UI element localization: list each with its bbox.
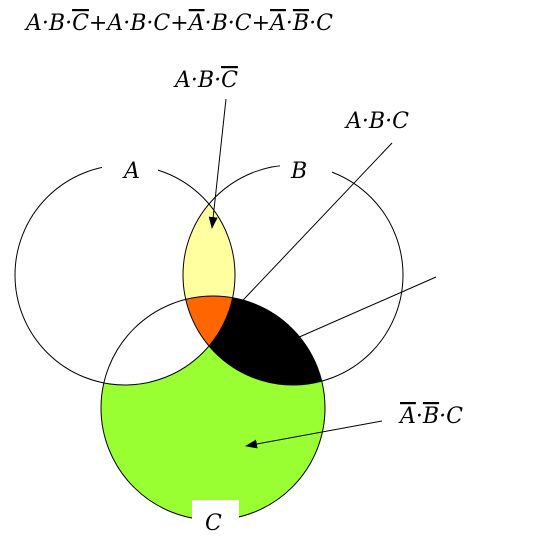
dot-symbol: · <box>42 11 49 36</box>
variable: A <box>173 68 191 93</box>
variable: C <box>153 11 170 36</box>
negated-variable: C <box>221 68 238 93</box>
dot-symbol: · <box>191 68 198 93</box>
dot-symbol: · <box>65 11 72 36</box>
dot-symbol: · <box>205 11 212 36</box>
set-a-label: A <box>122 159 140 184</box>
dot-symbol: · <box>123 11 130 36</box>
arrow-a-b-c <box>227 142 393 317</box>
variable: C <box>446 404 463 429</box>
dot-symbol: · <box>416 404 423 429</box>
plus-symbol: + <box>89 11 107 36</box>
plus-symbol: + <box>170 11 188 36</box>
variable: C <box>235 11 252 36</box>
region-not-a-b-c <box>183 296 325 385</box>
formula-title: A·B·C+A·B·C+A·B·C+A·B·C <box>24 11 333 36</box>
region-a-not-b-c <box>101 296 235 385</box>
variable: B <box>48 11 65 36</box>
negated-variable: B <box>422 404 439 429</box>
label-not-a-not-b-c: A·B·C <box>398 404 463 429</box>
dot-symbol: · <box>228 11 235 36</box>
label-a-b-c: A·B·C <box>344 109 409 134</box>
label-a-b-not-c: A·B·C <box>173 68 238 93</box>
arrow-not-a-b-c <box>271 276 437 350</box>
variable: C <box>316 11 333 36</box>
dot-symbol: · <box>385 109 392 134</box>
dot-symbol: · <box>286 11 293 36</box>
plus-symbol: + <box>252 11 270 36</box>
dot-symbol: · <box>214 68 221 93</box>
set-b-label: B <box>290 159 307 184</box>
set-c-label-bg <box>192 500 239 542</box>
set-c-label: C <box>205 511 222 536</box>
negated-variable: B <box>292 11 309 36</box>
variable: A <box>24 11 42 36</box>
set-a-label-bg <box>102 150 158 184</box>
variable: C <box>392 109 409 134</box>
negated-variable: C <box>72 11 89 36</box>
set-b-label-bg <box>280 150 332 184</box>
variable: B <box>129 11 146 36</box>
negated-variable: A <box>187 11 205 36</box>
negated-variable: A <box>398 404 416 429</box>
variable: B <box>211 11 228 36</box>
variable: B <box>197 68 214 93</box>
dot-symbol: · <box>146 11 153 36</box>
variable: A <box>105 11 123 36</box>
variable: A <box>344 109 362 134</box>
arrows <box>208 98 437 449</box>
dot-symbol: · <box>362 109 369 134</box>
arrow-a-b-not-c <box>208 98 227 229</box>
region-fills <box>101 165 325 520</box>
negated-variable: A <box>268 11 286 36</box>
arrow-not-a-not-b-c <box>245 420 383 449</box>
variable: B <box>368 109 385 134</box>
dot-symbol: · <box>439 404 446 429</box>
dot-symbol: · <box>309 11 316 36</box>
